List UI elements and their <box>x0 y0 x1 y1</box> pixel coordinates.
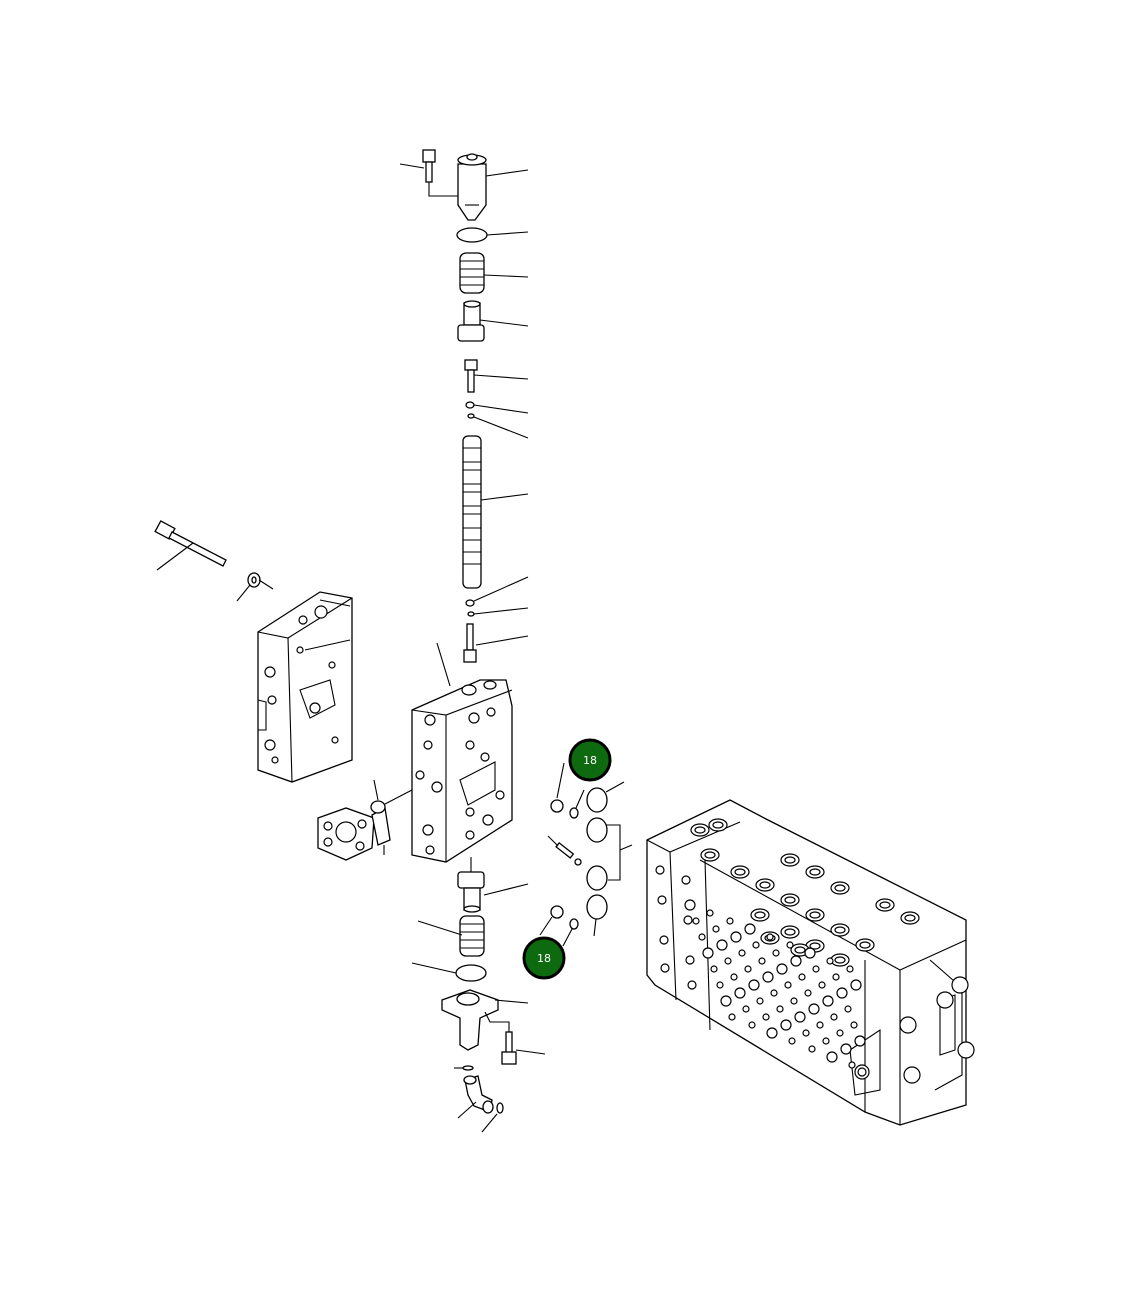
bottom-bolt <box>484 1011 546 1065</box>
tie-bolt <box>154 520 227 571</box>
callout-18-bottom[interactable]: 18 <box>522 936 566 980</box>
mid-pin <box>463 623 477 663</box>
washer <box>236 572 274 602</box>
top-spring <box>459 252 485 294</box>
mid-small-rings <box>465 599 475 617</box>
bottom-cap <box>441 989 529 1051</box>
assembly-holes <box>655 818 975 1084</box>
leader-lines-top <box>399 163 529 646</box>
top-retainer <box>457 300 485 342</box>
gasket-set-upper <box>550 762 633 891</box>
bottom-retainer <box>457 857 529 913</box>
top-pin <box>464 359 478 393</box>
spool <box>462 435 482 589</box>
callout-18-bottom-label: 18 <box>537 952 551 965</box>
control-valve-assembly <box>646 799 967 1126</box>
top-small-rings <box>465 401 475 419</box>
callout-18-top-label: 18 <box>583 754 597 767</box>
callout-18-top[interactable]: 18 <box>568 738 612 782</box>
gasket-set-lower <box>539 894 608 947</box>
bottom-elbow <box>454 1065 504 1133</box>
small-pins <box>547 835 582 866</box>
top-oring <box>456 227 488 243</box>
bottom-spring <box>417 915 485 957</box>
side-fitting <box>317 779 413 861</box>
left-end-block <box>257 591 353 783</box>
top-cap <box>457 153 487 221</box>
bottom-oring <box>411 962 487 982</box>
valve-section <box>411 642 513 863</box>
